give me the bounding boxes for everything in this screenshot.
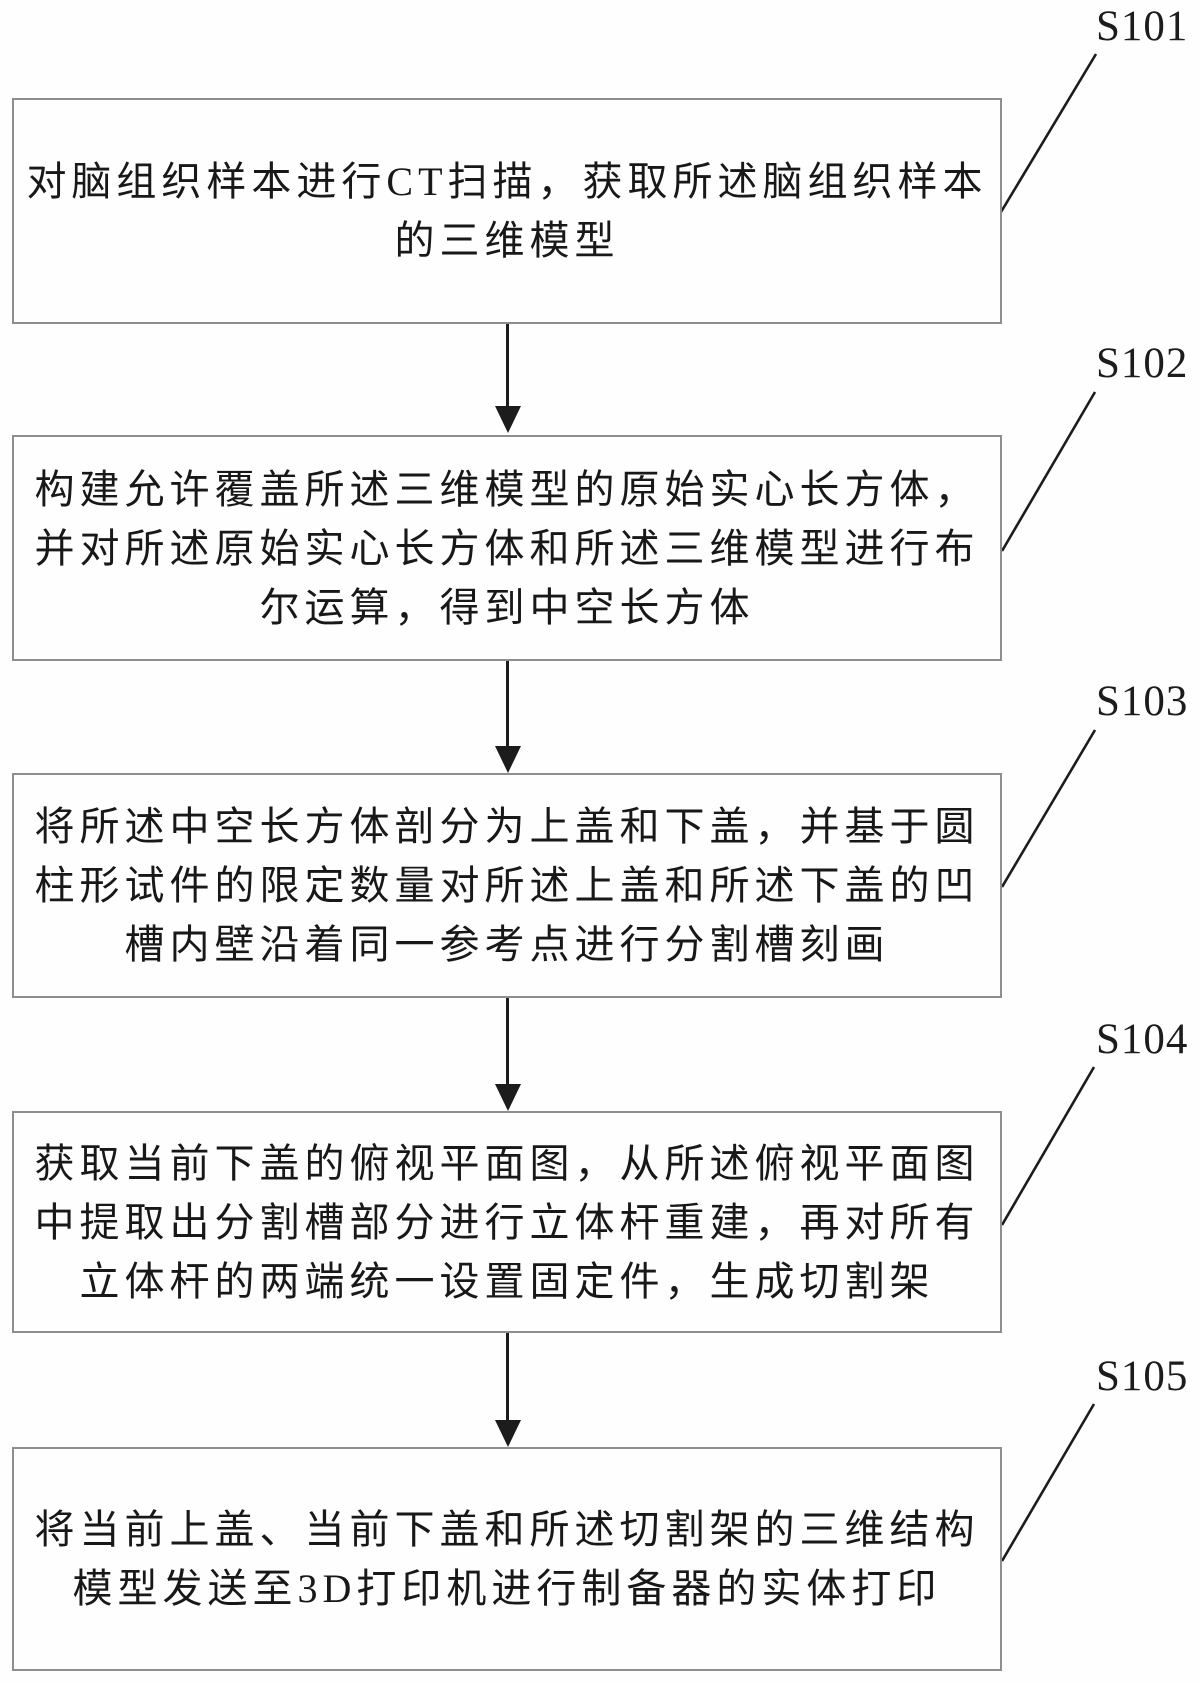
step-text-line: 获取当前下盖的俯视平面图，从所述俯视平面图 xyxy=(34,1140,980,1186)
flow-arrow-1 xyxy=(494,324,521,433)
step-text-line: 尔运算，得到中空长方体 xyxy=(259,584,755,630)
step-label-s103: S103 xyxy=(1096,678,1189,725)
step-label-s105: S105 xyxy=(1096,1353,1189,1400)
step-text-line: 中提取出分割槽部分进行立体杆重建，再对所有 xyxy=(34,1199,980,1245)
step-text-line: 模型发送至3D打印机进行制备器的实体打印 xyxy=(72,1566,942,1611)
flow-arrow-3 xyxy=(494,998,521,1111)
step-text-line: 对脑组织样本进行CT扫描，获取所述脑组织样本 xyxy=(26,159,988,204)
flow-arrow-2 xyxy=(494,661,521,773)
step-text-line: 槽内壁沿着同一参考点进行分割槽刻画 xyxy=(124,922,890,967)
step-label-s104: S104 xyxy=(1096,1016,1189,1063)
connector-line-s103 xyxy=(1000,729,1097,888)
step-text-line: 将当前上盖、当前下盖和所述切割架的三维结构 xyxy=(34,1507,980,1552)
step-label-s101: S101 xyxy=(1096,3,1189,50)
connector-line-s101 xyxy=(999,53,1098,213)
arrow-shaft xyxy=(506,1333,509,1420)
arrow-shaft xyxy=(506,324,509,406)
flow-arrow-4 xyxy=(494,1333,521,1447)
arrow-head-icon xyxy=(494,1084,521,1111)
step-box-s101: 对脑组织样本进行CT扫描，获取所述脑组织样本 的三维模型 xyxy=(12,98,1002,324)
step-label-s102: S102 xyxy=(1096,340,1189,387)
step-box-s102: 构建允许覆盖所述三维模型的原始实心长方体， 并对所述原始实心长方体和所述三维模型… xyxy=(12,435,1002,661)
step-text-line: 立体杆的两端统一设置固定件，生成切割架 xyxy=(79,1258,935,1304)
connector-line-s104 xyxy=(1000,1066,1096,1226)
arrow-head-icon xyxy=(494,406,521,433)
step-text-line: 构建允许覆盖所述三维模型的原始实心长方体， xyxy=(34,466,980,512)
arrow-shaft xyxy=(506,661,509,746)
step-text-line: 柱形试件的限定数量对所述上盖和所述下盖的凹 xyxy=(34,863,980,908)
step-box-s104: 获取当前下盖的俯视平面图，从所述俯视平面图 中提取出分割槽部分进行立体杆重建，再… xyxy=(12,1111,1002,1333)
step-text-line: 并对所述原始实心长方体和所述三维模型进行布 xyxy=(34,525,980,571)
step-text-line: 将所述中空长方体剖分为上盖和下盖，并基于圆 xyxy=(34,804,980,849)
arrow-head-icon xyxy=(494,1420,521,1447)
step-box-s105: 将当前上盖、当前下盖和所述切割架的三维结构 模型发送至3D打印机进行制备器的实体… xyxy=(12,1447,1002,1671)
connector-line-s102 xyxy=(1000,391,1097,552)
arrow-shaft xyxy=(506,998,509,1084)
step-box-s103: 将所述中空长方体剖分为上盖和下盖，并基于圆 柱形试件的限定数量对所述上盖和所述下… xyxy=(12,773,1002,998)
step-text-line: 的三维模型 xyxy=(394,218,620,263)
arrow-head-icon xyxy=(494,746,521,773)
connector-line-s105 xyxy=(1000,1403,1096,1562)
